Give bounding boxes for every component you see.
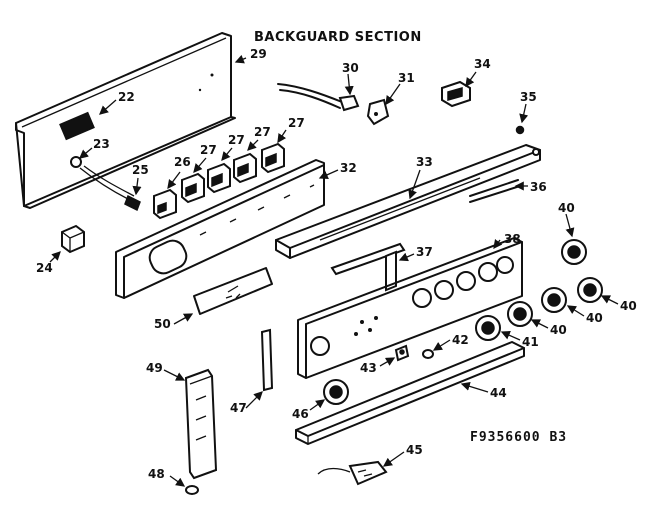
- part-knob-40b: [577, 277, 603, 303]
- part-escutcheon-50: [193, 267, 273, 315]
- callout-27d: 27: [288, 116, 305, 130]
- part-switch-27b: [207, 162, 231, 194]
- callout-22: 22: [118, 90, 135, 104]
- callout-36: 36: [530, 180, 547, 194]
- callout-25: 25: [132, 163, 149, 177]
- callout-27c: 27: [254, 125, 271, 139]
- part-knob-40c: [541, 287, 567, 313]
- callout-40a: 40: [558, 201, 575, 215]
- part-knob-40a: [561, 239, 587, 265]
- callout-23: 23: [93, 137, 110, 151]
- figure-reference: F9356600 B3: [470, 430, 567, 445]
- part-terminal-34: [441, 80, 471, 108]
- part-switch-27d: [261, 142, 285, 174]
- callout-49: 49: [146, 361, 163, 375]
- part-clip-31: [366, 98, 390, 126]
- callout-27b: 27: [228, 133, 245, 147]
- part-indicator-43: [394, 344, 410, 362]
- part-light-tube-36: [469, 179, 521, 203]
- callout-37: 37: [416, 245, 433, 259]
- part-switch-bracket: [115, 159, 325, 299]
- part-switch-27a: [181, 172, 205, 204]
- part-connector-45: [317, 460, 388, 486]
- diagram-title: BACKGUARD SECTION: [254, 30, 422, 45]
- callout-40c: 40: [586, 311, 603, 325]
- callout-35: 35: [520, 90, 537, 104]
- callout-43: 43: [360, 361, 377, 375]
- part-cord: [277, 83, 360, 112]
- part-bracket-49: [184, 368, 218, 480]
- callout-48: 48: [148, 467, 165, 481]
- callout-40d: 40: [550, 323, 567, 337]
- part-lower-trim: [295, 341, 525, 445]
- part-post-47: [260, 328, 274, 392]
- part-wire-harness: [79, 165, 141, 212]
- callout-32: 32: [340, 161, 357, 175]
- callout-29: 29: [250, 47, 267, 61]
- part-screw-35: [515, 125, 525, 135]
- callout-38: 38: [504, 232, 521, 246]
- callout-42: 42: [452, 333, 469, 347]
- callout-45: 45: [406, 443, 423, 457]
- callout-47: 47: [230, 401, 247, 415]
- part-backguard-panel: [15, 32, 236, 209]
- part-top-trim: [275, 144, 541, 259]
- part-control-panel: [297, 237, 523, 379]
- callout-41: 41: [522, 335, 539, 349]
- part-switch-27c: [233, 152, 257, 184]
- callout-24: 24: [36, 261, 53, 275]
- part-light-tube-38: [330, 242, 406, 276]
- callout-46: 46: [292, 407, 309, 421]
- callout-44: 44: [490, 386, 507, 400]
- part-switch-26: [153, 188, 177, 220]
- callout-33: 33: [416, 155, 433, 169]
- callout-arrows: [49, 54, 619, 487]
- callout-34: 34: [474, 57, 491, 71]
- part-outlet-block: [61, 224, 85, 254]
- callout-26: 26: [174, 155, 191, 169]
- part-knob-41: [475, 315, 501, 341]
- part-knob-46: [323, 379, 349, 405]
- part-knob-40d: [507, 301, 533, 327]
- callout-30: 30: [342, 61, 359, 75]
- part-lamp-42: [422, 349, 434, 359]
- callout-31: 31: [398, 71, 415, 85]
- callout-50: 50: [154, 317, 171, 331]
- part-clip-48: [185, 485, 199, 495]
- part-bracket-37: [385, 250, 397, 292]
- callout-40b: 40: [620, 299, 637, 313]
- callout-27a: 27: [200, 143, 217, 157]
